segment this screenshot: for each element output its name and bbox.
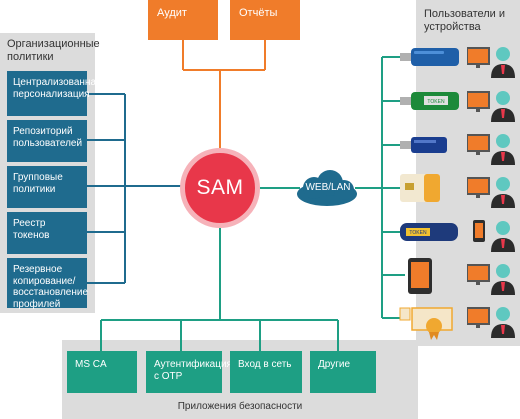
user-with-monitor-icon <box>467 134 515 165</box>
token-label: TOKEN <box>409 230 427 236</box>
policy-item-label: Групповые политики <box>13 172 63 195</box>
user-with-monitor-icon <box>467 307 515 338</box>
smart-card-icon <box>400 174 440 202</box>
green-connectors <box>100 56 405 351</box>
policy-item-label: Централизованная персонализация <box>13 77 102 100</box>
reports-label: Отчёты <box>239 7 278 19</box>
app-label: MS CA <box>75 359 107 370</box>
policy-item-backup-restore: Резервное копирование/ восстановление пр… <box>7 258 89 310</box>
app-label: Другие <box>318 359 351 370</box>
app-others: Другие <box>310 351 376 393</box>
network-label: WEB/LAN <box>305 182 351 193</box>
user-with-monitor-icon <box>467 47 515 78</box>
usb-token-dark-icon <box>400 137 447 153</box>
token-label: TOKEN <box>427 99 445 105</box>
orange-connectors <box>182 40 266 148</box>
blue-connectors <box>87 93 182 284</box>
user-with-monitor-icon <box>467 177 515 208</box>
security-apps-title: Приложения безопасности <box>177 401 303 412</box>
app-label: Вход в сеть <box>238 359 292 370</box>
app-ms-ca: MS CA <box>67 351 137 393</box>
policy-item-user-repository: Репозиторий пользователей <box>7 120 87 162</box>
policy-item-token-registry: Реестр токенов <box>7 212 87 254</box>
policy-item-label: Резервное копирование/ восстановление пр… <box>13 264 89 310</box>
usb-token-blue-icon <box>400 48 459 66</box>
policy-item-label: Реестр токенов <box>13 218 50 241</box>
certificate-icon <box>399 307 453 340</box>
usb-token-green-icon: TOKEN <box>400 92 459 110</box>
app-network-login: Вход в сеть <box>230 351 302 393</box>
app-otp-auth: Аутентификация с OTP <box>146 351 232 393</box>
usb-token-navy-icon: TOKEN <box>400 223 458 241</box>
audit-label: Аудит <box>157 7 187 19</box>
cloud-icon <box>297 170 357 206</box>
user-with-phone-icon <box>473 220 515 252</box>
policy-item-personalization: Централизованная персонализация <box>7 71 101 116</box>
app-label: Аутентификация с OTP <box>154 359 232 382</box>
users-title: Пользователи и устройства <box>424 8 505 33</box>
policy-item-group-policies: Групповые политики <box>7 166 87 208</box>
smartphone-icon <box>408 258 432 294</box>
user-with-monitor-icon <box>467 91 515 122</box>
user-with-monitor-icon <box>467 264 515 295</box>
policies-title: Организационные политики <box>7 38 100 63</box>
audit-box: Аудит <box>148 0 218 40</box>
policy-item-label: Репозиторий пользователей <box>13 126 83 149</box>
reports-box: Отчёты <box>230 0 300 40</box>
sam-hub: SAM <box>180 148 260 228</box>
sam-label: SAM <box>196 176 244 199</box>
